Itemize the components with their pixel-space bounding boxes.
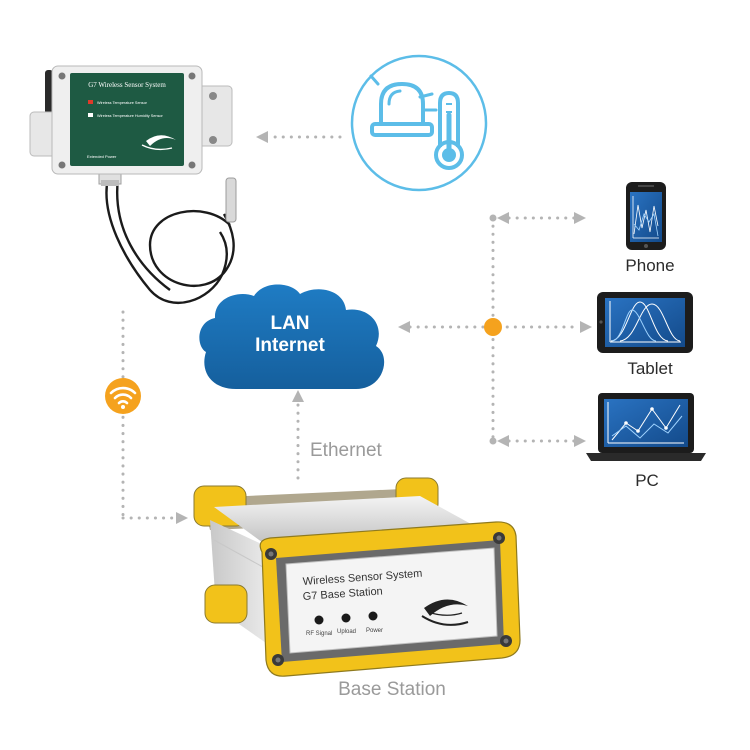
alarm-thermometer-icon	[350, 54, 488, 192]
connector-arrowheads	[176, 131, 592, 524]
cloud-label: LAN Internet	[220, 313, 360, 357]
pc-label: PC	[635, 471, 659, 490]
sensor-option-1: Wireless Temperature Sensor	[97, 101, 148, 105]
sensor-footer: Extended Power	[87, 154, 117, 159]
bus-end-dot	[489, 437, 497, 445]
panel-subtitle: G7 Base Station	[302, 585, 383, 603]
base-station-device: Wireless Sensor System G7 Base Station R…	[193, 477, 521, 677]
led-label-power: Power	[366, 628, 383, 634]
laptop-icon	[586, 393, 706, 461]
tablet-label: Tablet	[627, 359, 673, 378]
sensor-title: G7 Wireless Sensor System	[88, 81, 166, 89]
led-label-rf: RF Signal	[306, 631, 332, 637]
tablet-icon	[597, 292, 693, 353]
cloud-label-lan: LAN	[270, 313, 310, 334]
cloud-icon	[199, 284, 385, 389]
phone-label: Phone	[625, 256, 675, 275]
cloud-label-internet: Internet	[255, 335, 325, 356]
sensor-option-2: Wireless Temperature Humidity Sensor	[97, 114, 164, 118]
wireless-sensor-device: G7 Wireless Sensor System Wireless Tempe…	[29, 65, 237, 305]
bus-end-dot	[489, 214, 497, 222]
network-hub-dot	[484, 318, 502, 336]
connector-lines	[121, 135, 582, 520]
led-label-upload: Upload	[337, 629, 356, 635]
ethernet-label: Ethernet	[310, 440, 382, 461]
wifi-icon	[105, 378, 141, 414]
phone-icon	[626, 182, 666, 250]
base-station-caption: Base Station	[338, 679, 446, 700]
